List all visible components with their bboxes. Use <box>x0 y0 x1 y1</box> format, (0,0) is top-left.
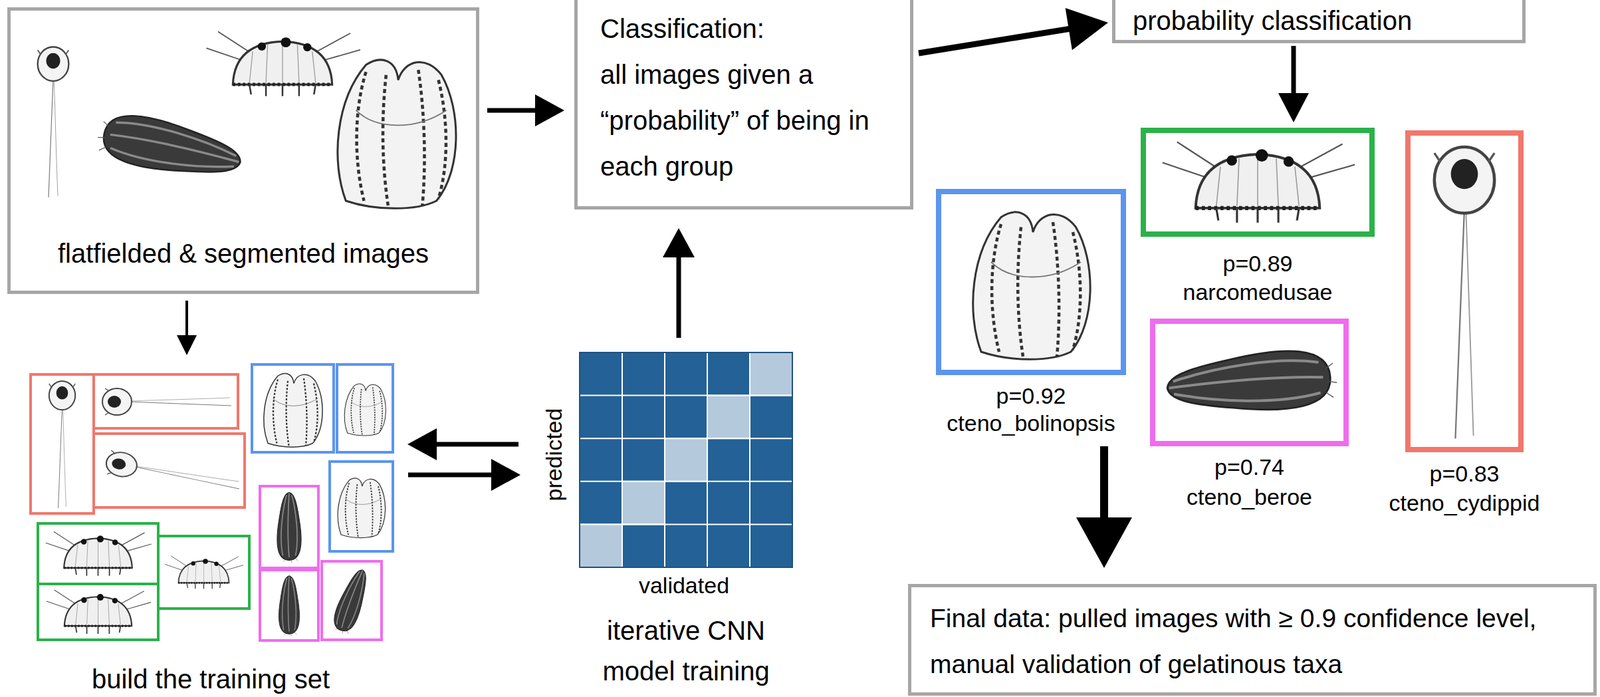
arrow-head <box>1278 93 1309 123</box>
image-frame <box>93 374 238 429</box>
confusion-matrix-grid <box>579 352 793 568</box>
arrow-head <box>1065 7 1109 50</box>
beroe-image <box>329 565 373 637</box>
training-frames <box>30 364 393 641</box>
connector-line <box>676 254 682 338</box>
training-set-group: build the training set <box>28 364 393 694</box>
axis-label: validated <box>638 571 730 599</box>
classified-image: p=0.89narcomedusae <box>1140 127 1375 307</box>
node-text: p=0.89 <box>1223 249 1293 278</box>
connector-arrow <box>1278 45 1309 123</box>
image-frame <box>1149 318 1349 447</box>
image-frame <box>37 523 159 584</box>
connector-arrow <box>408 458 521 491</box>
arrow-head <box>491 458 521 491</box>
axis-label: predicted <box>541 407 569 501</box>
node-text: Classification: <box>600 5 897 52</box>
node-text: all images given a “probability” of bein… <box>600 51 897 190</box>
image-frame <box>37 583 159 640</box>
connector-line <box>185 300 189 338</box>
result-box: Final data: pulled images with ≥ 0.9 con… <box>908 583 1597 696</box>
confusion-matrix: iterative CNN model training <box>579 352 793 692</box>
bolinopsis-image <box>344 383 386 436</box>
node-text: cteno_bolinopsis <box>946 409 1115 437</box>
bolinopsis-image <box>337 477 385 538</box>
node-text: build the training set <box>28 663 393 694</box>
narcomedusa-image <box>45 531 152 576</box>
image-set-box: flatfielded & segmented images <box>7 7 480 294</box>
narcomedusa-image <box>164 555 244 589</box>
connector-arrow <box>918 7 1109 54</box>
narcomedusa-image <box>1162 141 1355 223</box>
image-frame <box>30 374 94 514</box>
connector-arrow <box>1076 446 1133 568</box>
image-frame <box>259 485 319 568</box>
node-text: probability classification <box>1132 5 1509 36</box>
arrow-head <box>662 228 695 258</box>
cydippid-image <box>102 388 232 415</box>
node-text: flatfielded & segmented images <box>23 237 463 270</box>
classified-images <box>973 141 1495 439</box>
classified-image: p=0.83cteno_cydippid <box>1405 130 1524 518</box>
image-frame <box>337 364 393 453</box>
node-text: p=0.83 <box>1429 458 1500 488</box>
cydippid-image <box>37 47 70 198</box>
bolinopsis-image <box>337 59 457 209</box>
connector-line <box>487 108 538 114</box>
image-frame <box>935 188 1127 375</box>
arrow-head <box>407 428 437 460</box>
cydippid-image <box>1434 146 1495 439</box>
node-text: cteno_beroe <box>1186 481 1313 512</box>
image-frame <box>321 561 382 640</box>
beroe-image <box>279 575 300 637</box>
classified-image: p=0.74cteno_beroe <box>1149 318 1349 512</box>
process-box: Classification:all images given a “proba… <box>574 0 914 210</box>
classified-image: p=0.92cteno_bolinopsis <box>935 188 1127 437</box>
cydippid-image <box>104 450 242 498</box>
plankton-images <box>37 31 457 209</box>
image-frame <box>93 433 245 508</box>
node-text: p=0.92 <box>996 382 1067 410</box>
beroe-image <box>93 108 246 187</box>
connector-arrow <box>662 228 695 338</box>
node-text: Final data: pulled images with ≥ 0.9 con… <box>929 594 1581 687</box>
image-frame <box>259 569 319 641</box>
image-frame <box>251 364 334 453</box>
image-frame <box>158 535 250 609</box>
node-text: cteno_cydippid <box>1389 487 1541 518</box>
image-frame <box>329 461 393 552</box>
connector-arrow <box>487 94 565 127</box>
training-images <box>45 373 387 637</box>
connector-arrow <box>407 428 519 460</box>
node-text: narcomedusae <box>1183 277 1333 307</box>
image-frame <box>1140 127 1375 237</box>
connector-line <box>1100 446 1109 523</box>
connector-line <box>408 472 494 478</box>
arrow-head <box>1076 517 1133 568</box>
connector-line <box>434 442 519 447</box>
process-box: probability classification <box>1112 0 1526 44</box>
bolinopsis-image <box>973 212 1091 359</box>
connector-line <box>1291 45 1297 96</box>
connector-arrow <box>176 300 197 355</box>
narcomedusa-image <box>46 589 151 634</box>
bolinopsis-image <box>263 373 323 448</box>
arrow-head <box>176 335 197 355</box>
beroe-image <box>277 491 302 563</box>
arrow-head <box>535 94 565 127</box>
cydippid-image <box>49 380 76 508</box>
connector-line <box>918 28 1073 54</box>
narcomedusa-image <box>206 31 361 96</box>
image-frame <box>1405 130 1524 453</box>
node-text: p=0.74 <box>1214 452 1285 482</box>
beroe-image <box>1165 346 1339 417</box>
node-text: iterative CNN model training <box>579 610 793 692</box>
